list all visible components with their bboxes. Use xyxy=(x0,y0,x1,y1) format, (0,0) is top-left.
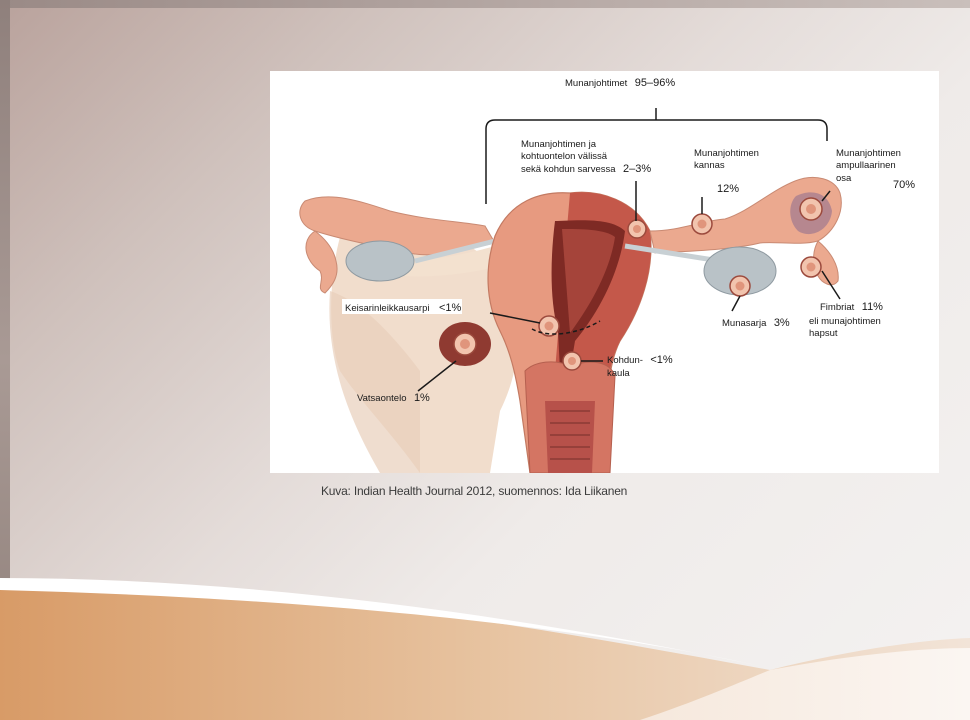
ampulla-label-line-1: Munanjohtimen xyxy=(836,148,901,159)
abdominal-sac-icon xyxy=(439,322,491,366)
ovary-label: Munasarja 3% xyxy=(722,313,790,330)
left-ovary xyxy=(346,241,414,281)
fimbria-sac-icon xyxy=(801,257,821,277)
ovary-leader xyxy=(732,296,740,311)
decorative-wave xyxy=(0,560,970,720)
ampulla-label-line-3: osa xyxy=(836,173,852,184)
left-fimbria xyxy=(306,231,337,293)
interstitial-sac-icon xyxy=(628,220,646,238)
interstitial-label-line-1: Munanjohtimen ja xyxy=(521,139,597,150)
interstitial-label-line-2: kohtuontelon välissä xyxy=(521,151,608,162)
ampulla-sac-icon xyxy=(800,198,822,220)
isthmus-label-line-1: Munanjohtimen xyxy=(694,148,759,159)
fimbria-label: Fimbriat 11% xyxy=(820,297,883,314)
title-label: Munanjohtimet 95–96% xyxy=(565,73,675,90)
ampulla-pct: 70% xyxy=(893,179,915,191)
fimbria-label-line-2: eli munajohtimen xyxy=(809,316,881,327)
cervix-label-line-1: Kohdun- <1% xyxy=(607,350,673,367)
figure-caption: Kuva: Indian Health Journal 2012, suomen… xyxy=(321,484,627,498)
isthmus-label-line-2: kannas xyxy=(694,160,725,171)
fimbria-label-line-3: hapsut xyxy=(809,328,838,339)
cervix-sac-icon xyxy=(563,352,581,370)
isthmus-sac-icon xyxy=(692,214,712,234)
cervix-label-line-2: kaula xyxy=(607,368,630,379)
isthmus-pct: 12% xyxy=(717,183,739,195)
ampulla-label-line-2: ampullaarinen xyxy=(836,160,896,171)
vaginal-canal xyxy=(545,401,595,473)
ectopic-pregnancy-figure: Munanjohtimet 95–96% Munanjohtimen ja ko… xyxy=(270,71,939,473)
ovary-sac-icon xyxy=(730,276,750,296)
anatomy-illustration: Munanjohtimet 95–96% Munanjohtimen ja ko… xyxy=(270,71,939,473)
slide-top-band xyxy=(0,0,970,8)
